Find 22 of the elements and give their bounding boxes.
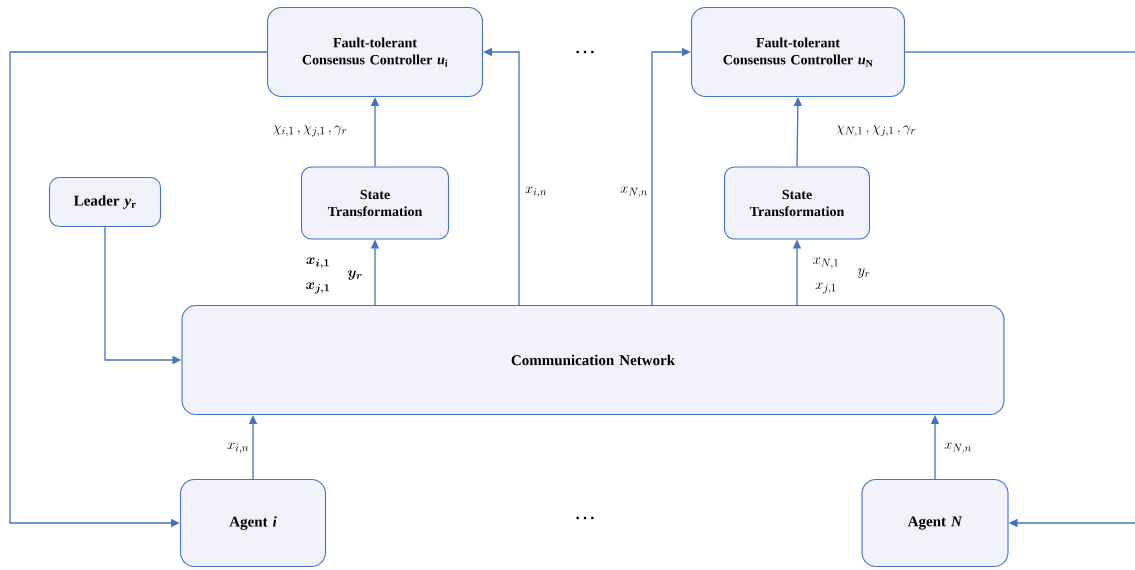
edge-label: $\chi_{N,1}\,,\chi_{j,1}\,,\gamma_r$ [834,124,918,138]
ellipsis: … [576,516,594,520]
edge-label: $x_{N,n}$ [619,185,649,199]
process-box: Communication Network [181,304,1005,416]
edge-label: $x_{i,n}$ [226,441,250,455]
process-box: Agent N [861,478,1009,568]
process-box: State Transformation [723,166,871,240]
signal-label: $\boldsymbol{x_{i,1}}$ [306,257,329,269]
process-box: Fault-tolerant Consensus Controller u$_{i}$ [266,6,484,98]
signal-label: $\boldsymbol{y_r}$ [347,270,362,280]
signal-label: $x_{N,1}$ [813,257,838,269]
process-box: Agent i [179,478,327,568]
edge-label: $x_{N,n}$ [943,441,973,455]
signal-label: $\boldsymbol{x_{j,1}}$ [306,282,330,294]
signal-label: $x_{j,1}$ [815,282,836,294]
process-box: State Transformation [300,166,450,240]
edge-label: $\chi_{i,1}\,,\chi_{j,1}\,,\gamma_r$ [271,124,349,138]
process-box: Fault-tolerant Consensus Controller u$_{N}$ [690,6,906,98]
signal-label: $y_r$ [858,268,870,278]
edge-label: $x_{i,n}$ [524,185,548,199]
ellipsis: … [576,50,594,54]
process-box: Leader y$_{r}$ [48,176,162,228]
